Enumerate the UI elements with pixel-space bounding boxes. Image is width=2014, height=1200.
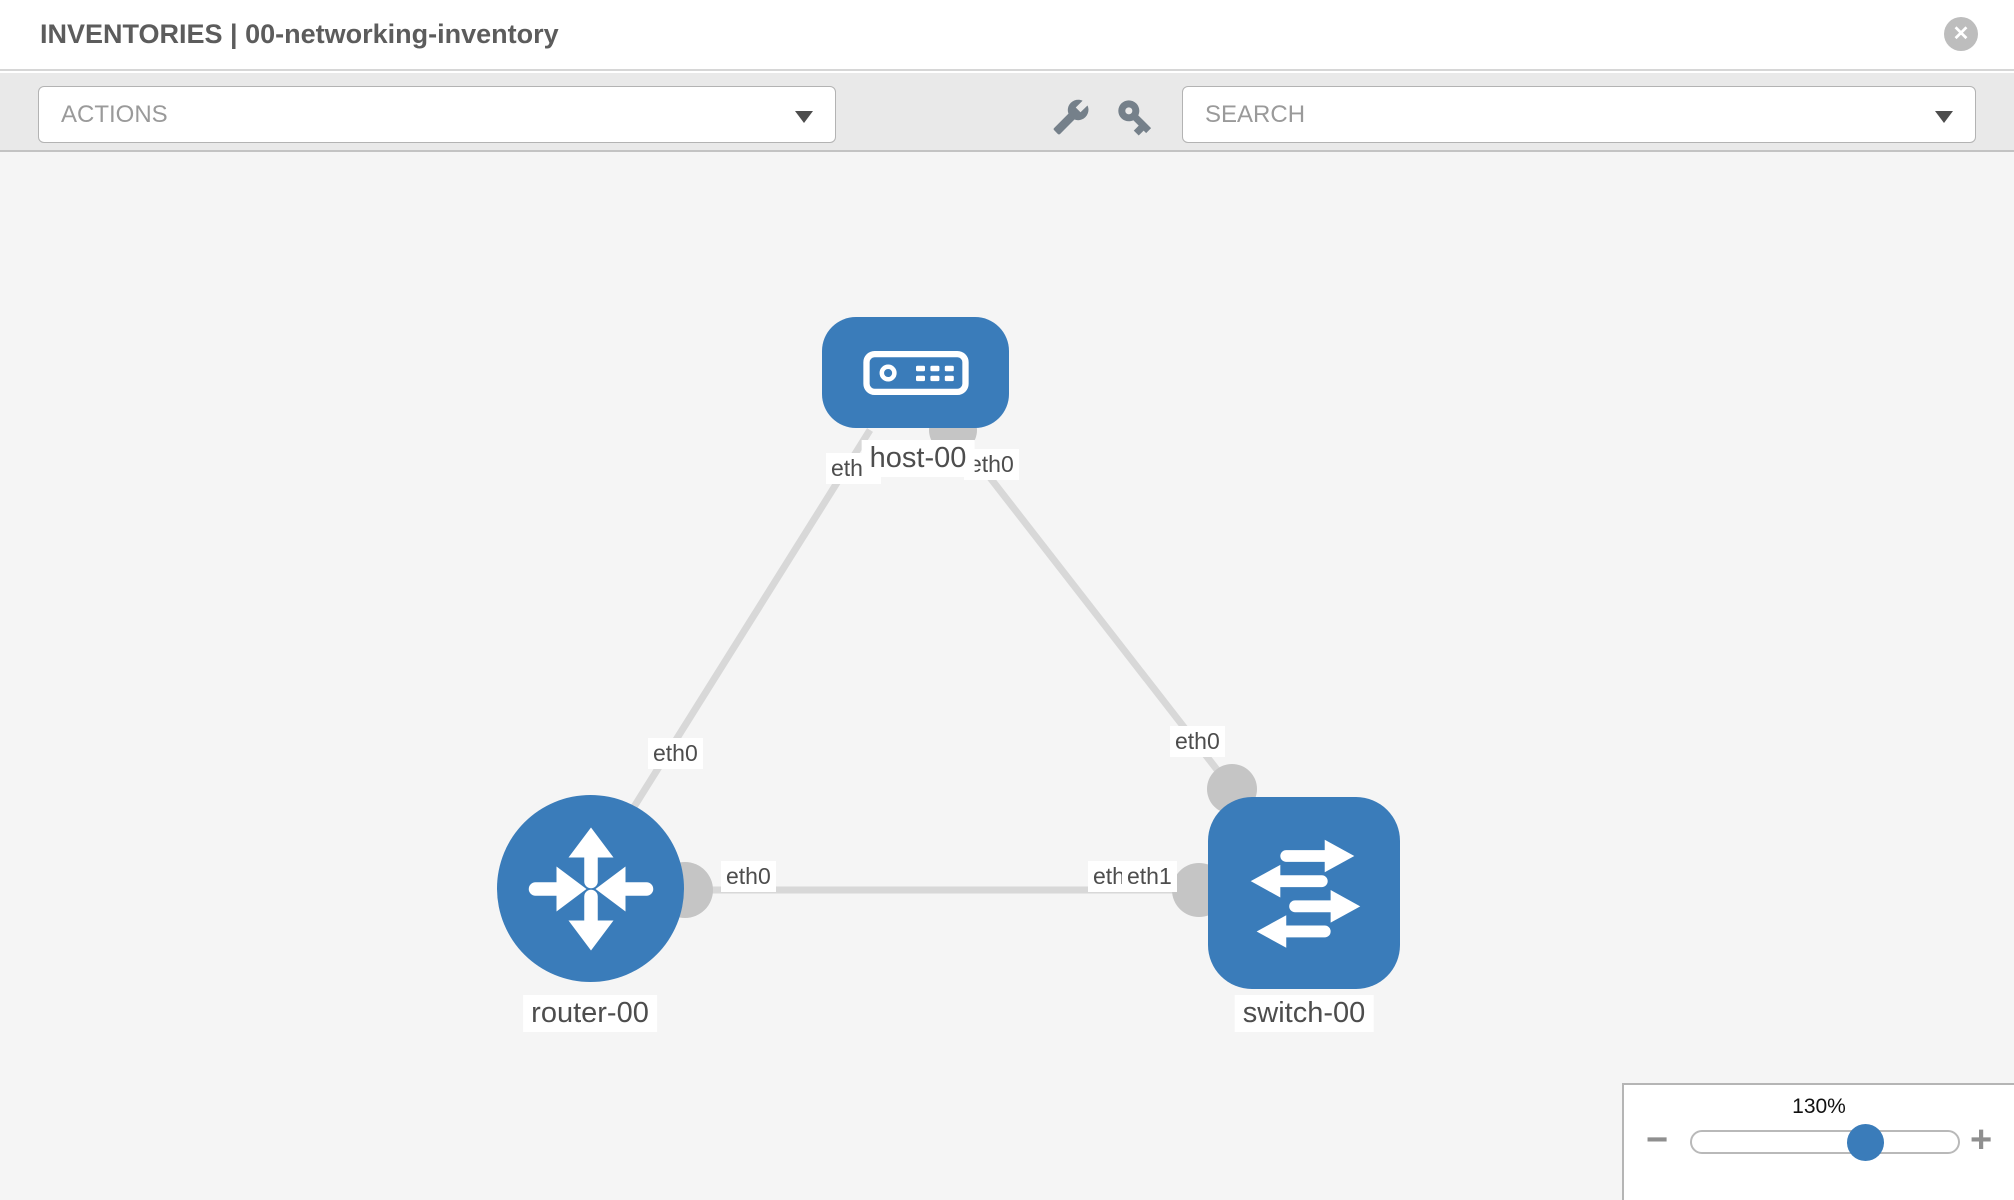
close-icon: ✕ <box>1952 23 1970 45</box>
zoom-slider-thumb[interactable] <box>1847 1124 1884 1161</box>
actions-dropdown-label: ACTIONS <box>61 101 168 128</box>
zoom-panel: 130% − + <box>1622 1083 2014 1200</box>
iface-label: eth0 <box>1170 726 1225 757</box>
node-label-router: router-00 <box>523 995 657 1032</box>
zoom-in-button[interactable]: + <box>1970 1119 1993 1161</box>
node-router-00[interactable] <box>497 795 684 982</box>
node-label-host: host-00 <box>861 440 975 477</box>
page-title: INVENTORIES | 00-networking-inventory <box>40 19 559 49</box>
titlebar: INVENTORIES | 00-networking-inventory ✕ <box>0 0 2014 71</box>
toolbar: ACTIONS SEARCH <box>0 73 2014 152</box>
iface-label-overlapped: eth0 <box>1088 861 1124 892</box>
chevron-down-icon <box>795 111 813 123</box>
host-icon <box>862 350 969 395</box>
zoom-slider[interactable] <box>1690 1124 1960 1161</box>
wrench-icon[interactable] <box>1052 98 1090 136</box>
router-icon <box>528 827 653 950</box>
switch-icon <box>1250 839 1361 948</box>
zoom-out-button[interactable]: − <box>1646 1119 1669 1161</box>
iface-label: eth0 <box>721 861 776 892</box>
close-button[interactable]: ✕ <box>1944 17 1978 51</box>
node-host-00[interactable] <box>822 317 1009 428</box>
key-icon[interactable] <box>1114 96 1156 138</box>
link-host-router[interactable] <box>609 428 873 844</box>
chevron-down-icon <box>1935 111 1953 123</box>
topology-canvas[interactable]: host-00 router-00 switch-00 eth0 eth0 et… <box>0 152 2014 1200</box>
node-switch-00[interactable] <box>1208 797 1400 989</box>
search-dropdown-label: SEARCH <box>1205 101 1306 128</box>
zoom-level: 130% <box>1792 1095 1846 1118</box>
search-dropdown[interactable]: SEARCH <box>1182 86 1976 143</box>
node-label-switch: switch-00 <box>1234 995 1374 1032</box>
iface-label: eth0 <box>648 738 703 769</box>
actions-dropdown[interactable]: ACTIONS <box>38 86 836 143</box>
iface-label: eth1 <box>1122 861 1177 892</box>
